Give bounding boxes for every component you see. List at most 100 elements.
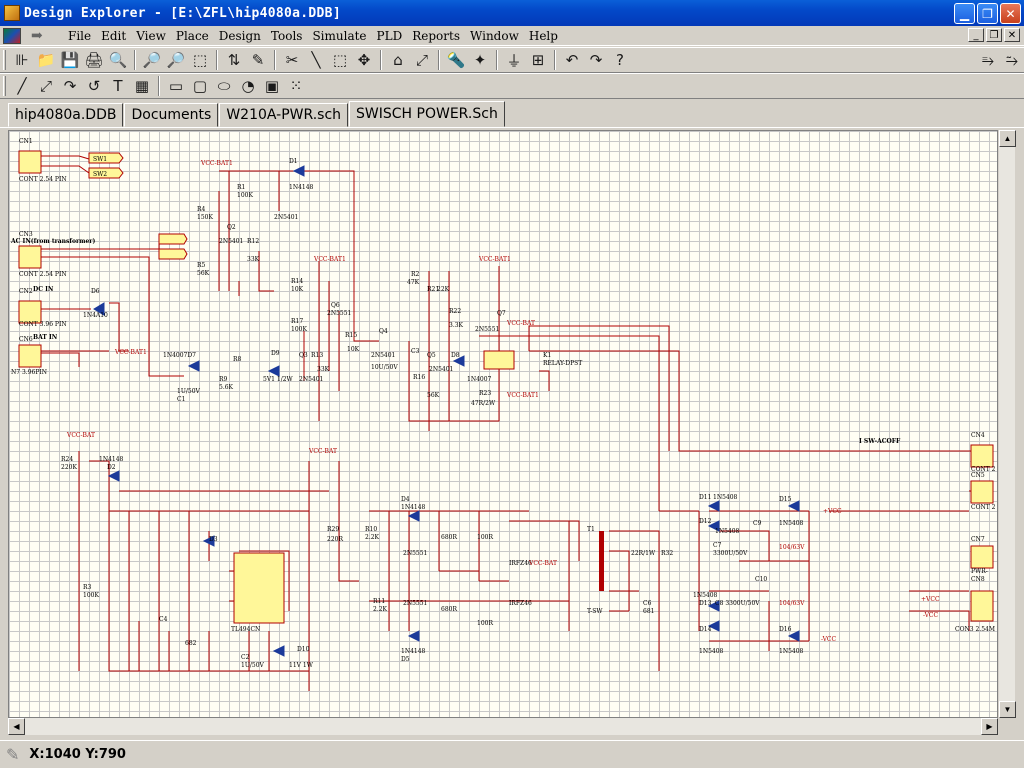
label-d2: D2 <box>107 464 116 471</box>
toolbar-grip[interactable] <box>3 76 6 96</box>
tab-swisch-power[interactable]: SWISCH POWER.Sch <box>349 101 505 127</box>
label-d16v: 1N5408 <box>779 648 804 655</box>
select-icon[interactable]: ⬚ <box>332 51 348 69</box>
scroll-right-button[interactable]: ▶ <box>981 718 998 735</box>
ellipse-icon[interactable]: ⬭ <box>217 77 231 95</box>
label-d11v: 1N5408 <box>713 494 738 501</box>
label-d5v: 1N4148 <box>401 648 426 655</box>
label-r3: R3 <box>83 584 92 591</box>
horizontal-scrollbar[interactable]: ◀ ▶ <box>8 718 998 735</box>
pie-icon[interactable]: ◔ <box>241 77 255 95</box>
label-r5v: 56K <box>197 270 210 277</box>
line-icon[interactable]: ╱ <box>17 77 27 95</box>
label-d9v: 5V1 1/2W <box>263 376 294 383</box>
label-r13: R13 <box>311 352 323 359</box>
design-manager-icon[interactable]: ⊪ <box>15 51 29 69</box>
vertical-scrollbar[interactable]: ▲ ▼ <box>998 130 1016 718</box>
arc-icon[interactable]: ↷ <box>63 77 77 95</box>
label-r11: R11 <box>373 598 385 605</box>
menu-help[interactable]: Help <box>528 28 558 43</box>
doc-minimize-button[interactable]: _ <box>968 28 984 42</box>
browse-icon[interactable]: ⤢ <box>415 51 428 69</box>
doc-restore-button[interactable]: ❐ <box>986 28 1002 42</box>
close-button[interactable]: ✕ <box>1000 3 1021 24</box>
label-r9: R9 <box>219 376 228 383</box>
book-icon[interactable]: ⏚ <box>506 51 522 70</box>
zoom-area-icon[interactable]: ⬚ <box>192 51 208 69</box>
document-tabs: hip4080a.DDB Documents W210A-PWR.sch SWI… <box>0 100 1024 128</box>
menu-edit[interactable]: Edit <box>101 28 127 43</box>
highlight-icon[interactable]: ✦ <box>473 51 487 69</box>
scroll-up-button[interactable]: ▲ <box>999 130 1016 147</box>
label-r15v: 10K <box>347 346 360 353</box>
menu-file[interactable]: File <box>68 28 92 43</box>
text-icon[interactable]: T <box>113 77 123 95</box>
array-icon[interactable]: ⁙ <box>289 77 303 95</box>
back-arrow-icon[interactable]: ➡ <box>31 27 43 44</box>
zoom-in-icon[interactable]: 🔎 <box>142 51 162 69</box>
minimize-button[interactable]: ▁ <box>954 3 975 24</box>
doc-close-button[interactable]: ✕ <box>1004 28 1020 42</box>
label-r21v: 22K <box>437 286 450 293</box>
zoom-fit-icon[interactable]: 🔍 <box>108 51 128 69</box>
label-d8v: 1N4007 <box>467 376 492 383</box>
polygon-icon[interactable]: ⤢ <box>39 77 52 95</box>
rectangle-icon[interactable]: ▭ <box>168 77 184 95</box>
label-tsw: T-SW <box>587 608 603 615</box>
zoom-out-icon[interactable]: 🔎 <box>166 51 186 69</box>
menu-design[interactable]: Design <box>218 28 261 43</box>
menu-view[interactable]: View <box>136 28 166 43</box>
undo-icon[interactable]: ↶ <box>565 51 579 69</box>
probe-icon[interactable]: 🔦 <box>446 51 466 69</box>
grid-icon[interactable]: ⊞ <box>531 51 545 69</box>
label-d12: D12 <box>699 518 712 525</box>
hierarchy-icon[interactable]: ⇅ <box>227 51 241 69</box>
label-vccbat4: VCC-BAT <box>528 560 557 567</box>
open-icon[interactable]: 📁 <box>36 51 56 69</box>
edit-part-icon[interactable]: ✎ <box>251 51 265 69</box>
toolbar-grip[interactable] <box>3 50 6 70</box>
library-icon[interactable]: ⌂ <box>393 51 403 69</box>
save-icon[interactable]: 💾 <box>60 51 80 69</box>
tab-w210a-pwr[interactable]: W210A-PWR.sch <box>219 103 349 127</box>
menu-place[interactable]: Place <box>175 28 209 43</box>
label-d8: D8 <box>451 352 460 359</box>
schematic-canvas[interactable]: CN1 CONT 2.54 PIN SW1 SW2 CN3 AC IN(from… <box>8 130 998 718</box>
scroll-down-button[interactable]: ▼ <box>999 701 1016 718</box>
document-icon[interactable] <box>3 27 21 44</box>
status-bar: ✎ X:1040 Y:790 <box>0 740 1024 768</box>
bezier-icon[interactable]: ↺ <box>87 77 101 95</box>
label-c3v: 10U/50V <box>371 364 398 371</box>
scroll-left-button[interactable]: ◀ <box>8 718 25 735</box>
drawing-tools-icon[interactable]: ⥲ <box>1005 51 1018 69</box>
label-r32: 22R/1W <box>631 550 656 557</box>
help-icon[interactable]: ? <box>616 51 624 69</box>
print-icon[interactable]: 🖨 <box>84 51 104 69</box>
label-cont7a: CONT 2 <box>971 466 996 473</box>
label-r30v: 680R <box>441 534 457 541</box>
move-icon[interactable]: ✥ <box>357 51 371 69</box>
label-pwr: PWR- <box>971 568 988 575</box>
text-frame-icon[interactable]: ▦ <box>134 77 150 95</box>
graphic-icon[interactable]: ▣ <box>264 77 280 95</box>
label-c9: C9 <box>753 520 762 527</box>
label-d14: D14 <box>699 626 712 633</box>
menu-pld[interactable]: PLD <box>376 28 403 43</box>
tab-documents[interactable]: Documents <box>124 103 219 127</box>
redo-icon[interactable]: ↷ <box>589 51 603 69</box>
restore-button[interactable]: ❐ <box>977 3 998 24</box>
wire-icon[interactable]: ╲ <box>311 51 321 69</box>
menu-tools[interactable]: Tools <box>270 28 303 43</box>
wiring-tools-icon[interactable]: ⥱ <box>981 51 994 69</box>
label-d10v: 11V 1W <box>289 662 314 669</box>
label-d6: D6 <box>91 288 100 295</box>
round-rectangle-icon[interactable]: ▢ <box>192 77 208 95</box>
menu-reports[interactable]: Reports <box>412 28 460 43</box>
menu-simulate[interactable]: Simulate <box>312 28 367 43</box>
label-r10: R10 <box>365 526 377 533</box>
tab-hip4080a-ddb[interactable]: hip4080a.DDB <box>8 103 124 127</box>
cut-icon[interactable]: ✂ <box>285 51 299 69</box>
label-d6v: 1N4A10 <box>83 312 108 319</box>
label-d3: D3 <box>209 536 218 543</box>
menu-window[interactable]: Window <box>469 28 519 43</box>
